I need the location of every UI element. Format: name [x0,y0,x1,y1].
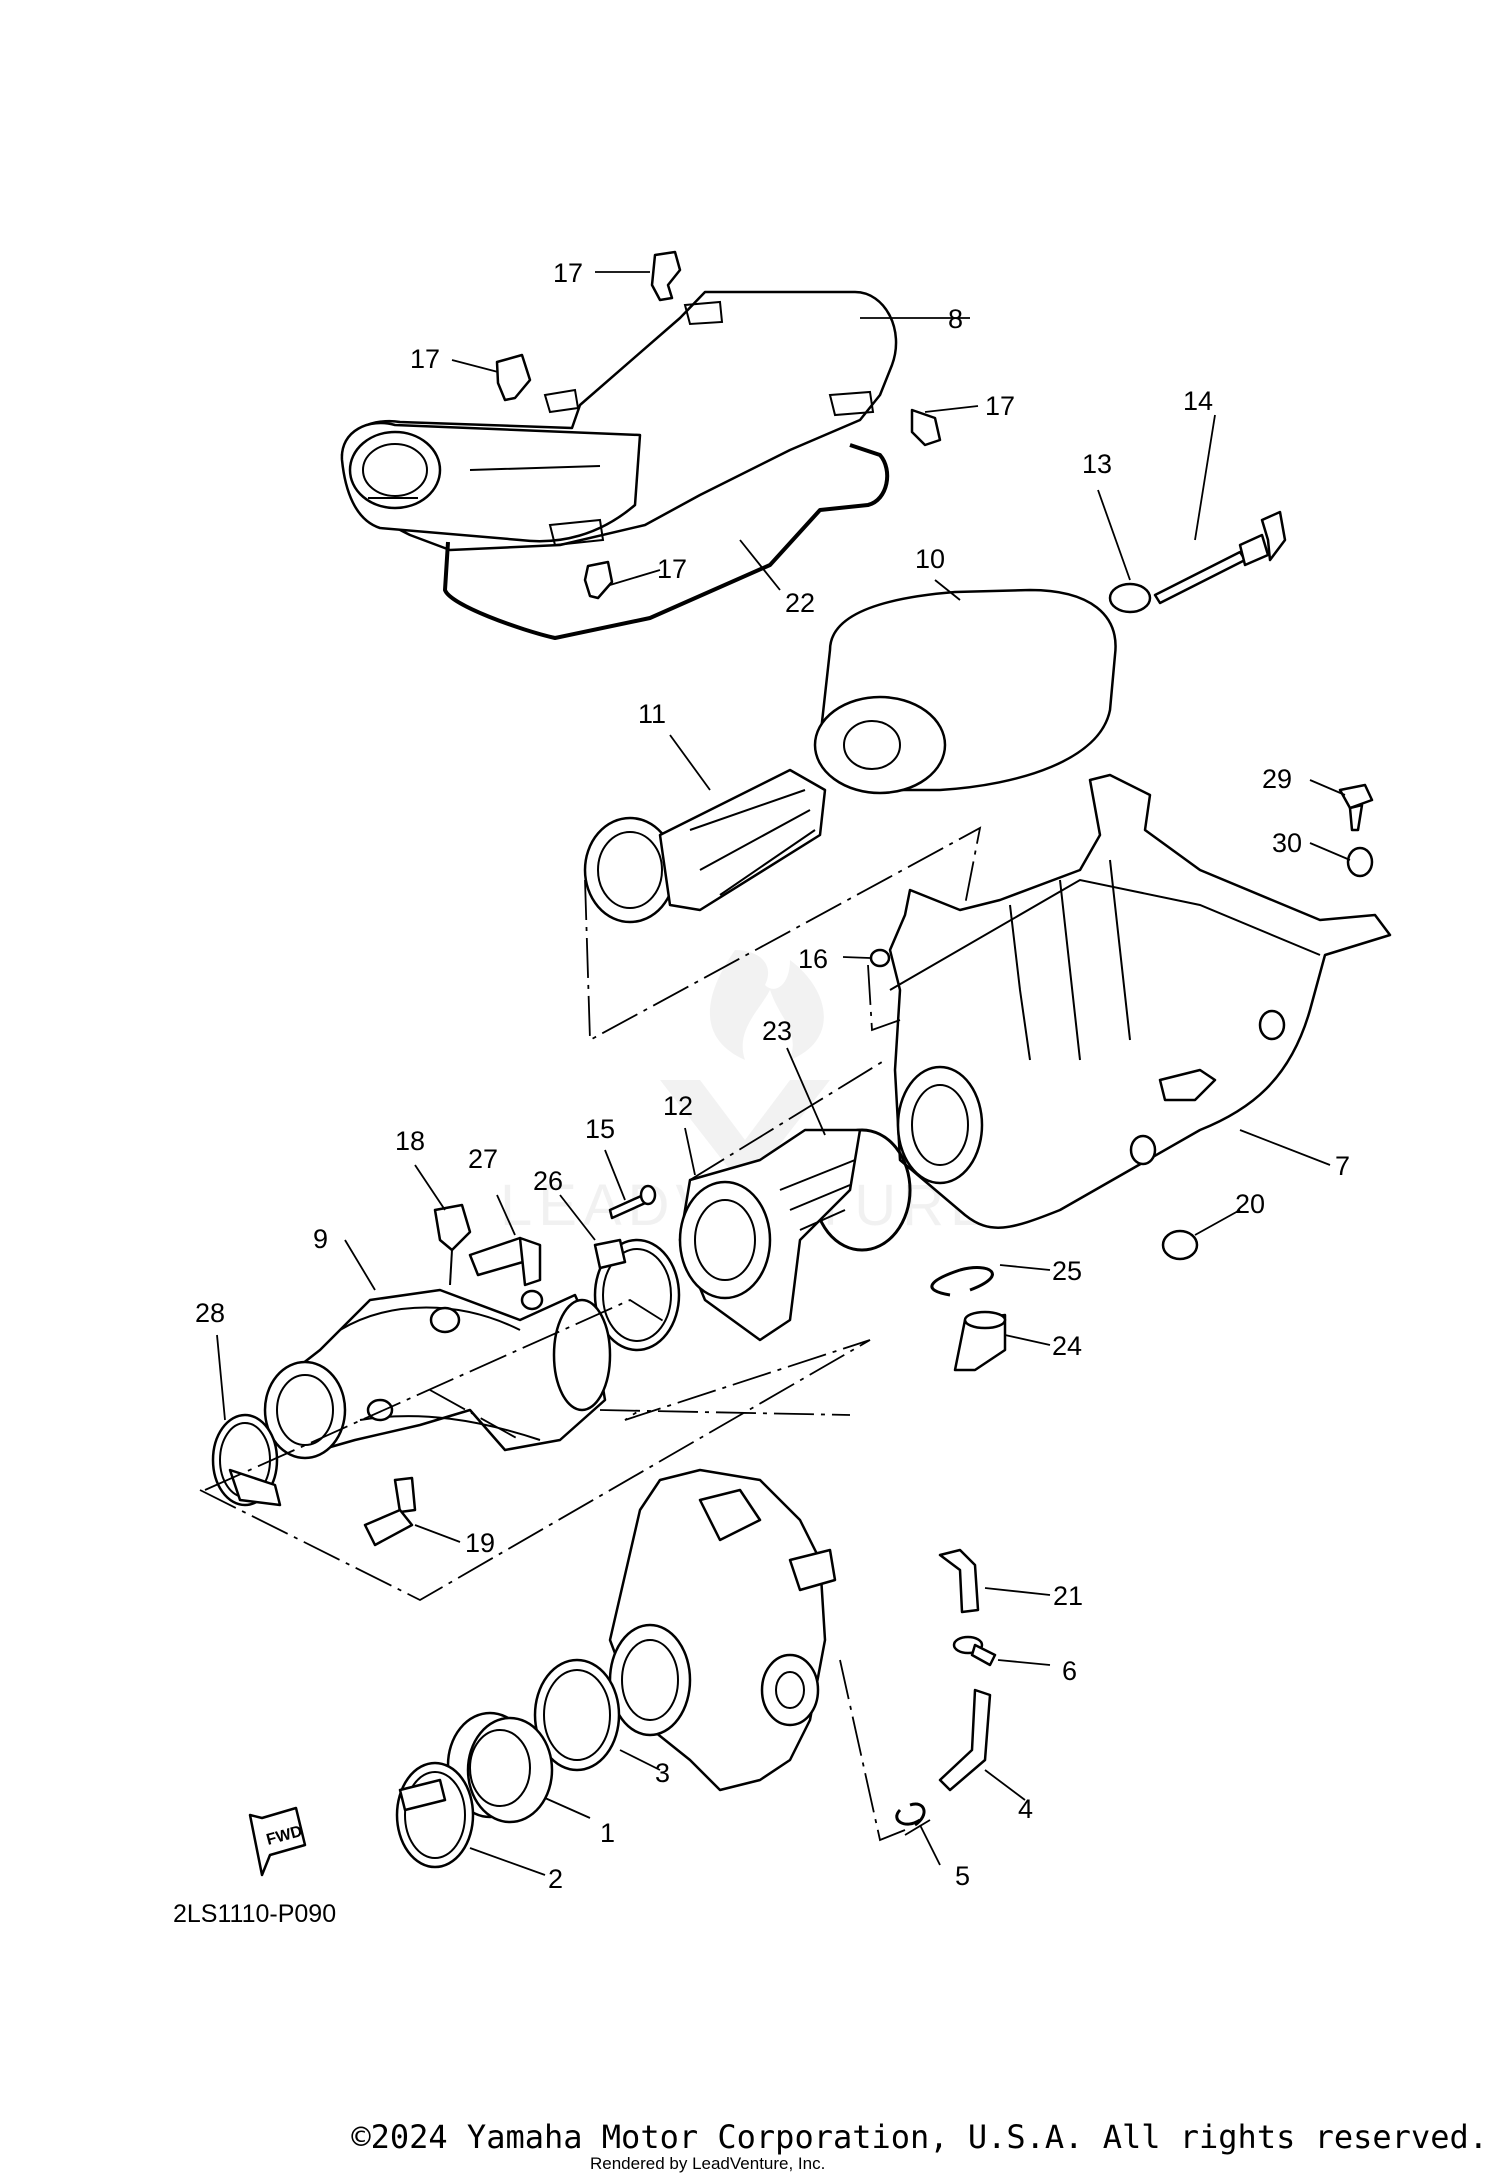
callout-3: 3 [655,1758,670,1788]
callout-29: 29 [1262,764,1292,794]
part-10-filter-element [813,588,1117,795]
callout-6: 6 [1062,1656,1077,1686]
throttle-body [608,1468,837,1792]
part-7-air-box-case [888,773,1392,1229]
part-21-elbow [938,1548,980,1614]
part-9-intake-duct [263,1288,612,1460]
callout-numbers: 1 2 3 4 5 6 7 8 9 10 11 12 13 14 15 16 1… [195,258,1350,1894]
bracket-16 [867,964,901,1032]
callout-17a: 17 [553,258,583,288]
copyright-notice: ©2024 Yamaha Motor Corporation, U.S.A. A… [351,2118,1488,2156]
callout-25: 25 [1052,1256,1082,1286]
bracket-throttle-body [199,1298,871,1602]
part-16-clip [869,948,891,968]
callout-22: 22 [785,588,815,618]
diagram-code: 2LS1110-P090 [173,1900,336,1928]
part-30-grommet [1346,846,1374,878]
part-8-air-box-cover [340,290,898,552]
bracket-12 [689,1061,883,1181]
part-29-bolt [1338,783,1374,832]
part-20-cap [1161,1229,1199,1261]
callout-16: 16 [798,944,828,974]
callout-14: 14 [1183,386,1213,416]
part-26-clamp [593,1238,681,1352]
part-17-clips [495,250,942,600]
callout-17c: 17 [985,391,1015,421]
callout-23: 23 [762,1016,792,1046]
callout-5: 5 [955,1861,970,1891]
part-15-screw [608,1184,657,1220]
callout-17b: 17 [410,344,440,374]
part-13-washer [1108,582,1152,614]
part-19-elbow [363,1476,417,1547]
part-22-seal [443,443,890,640]
callout-18: 18 [395,1126,425,1156]
part-25-clip [930,1266,994,1297]
part-3-clamp [533,1658,621,1772]
part-2-clamp [395,1761,475,1869]
bracket-hose [839,1659,931,1842]
callout-leaders [216,271,1351,1876]
bracket-filter-group [584,826,982,1042]
part-18-sensor [433,1203,472,1286]
callout-15: 15 [585,1114,615,1144]
part-4-hose [938,1688,992,1792]
part-24-drain-cap [953,1310,1007,1372]
callout-24: 24 [1052,1331,1082,1361]
callout-7: 7 [1335,1151,1350,1181]
fwd-arrow-icon: FWD [248,1806,307,1877]
callout-27: 27 [468,1144,498,1174]
callout-1: 1 [600,1818,615,1848]
callout-28: 28 [195,1298,225,1328]
callout-20: 20 [1235,1189,1265,1219]
callout-8: 8 [948,304,963,334]
callout-21: 21 [1053,1581,1083,1611]
callout-11: 11 [638,699,666,729]
callout-4: 4 [1018,1794,1033,1824]
callout-17d: 17 [657,554,687,584]
callout-19: 19 [465,1528,495,1558]
part-6-clip [952,1635,997,1667]
rendered-by-credit: Rendered by LeadVenture, Inc. [590,2154,826,2173]
callout-2: 2 [548,1864,563,1894]
part-14-wing-bolt [1153,510,1287,605]
callout-26: 26 [533,1166,563,1196]
part-28-clamp [211,1413,282,1507]
part-12-joint [678,1128,862,1342]
callout-9: 9 [313,1224,328,1254]
part-5-clip [895,1802,926,1827]
part-11-filter-guide [583,768,827,924]
callout-13: 13 [1082,449,1112,479]
part-27-fitting [468,1236,542,1287]
callout-12: 12 [663,1091,693,1121]
callout-10: 10 [915,544,945,574]
callout-30: 30 [1272,828,1302,858]
